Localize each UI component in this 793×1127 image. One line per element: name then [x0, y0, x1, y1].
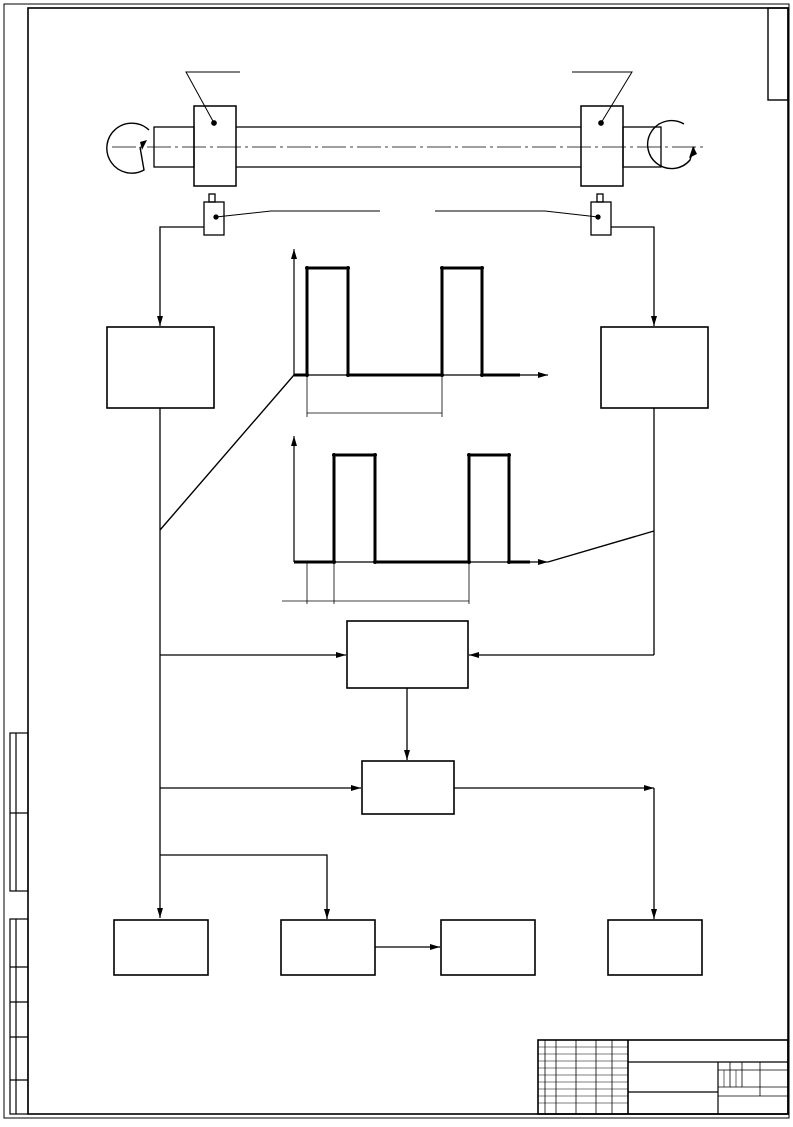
left-sensor — [203, 193, 225, 236]
outer-border — [3, 3, 790, 1119]
connector-left-sensor — [157, 226, 204, 326]
output-block-3 — [440, 919, 536, 976]
junction-dots — [305, 266, 511, 564]
right-leader-line — [572, 71, 633, 124]
title-block — [537, 1039, 789, 1115]
shaft-assembly — [106, 71, 706, 187]
output-block-2 — [280, 919, 376, 976]
central-block — [361, 760, 455, 815]
connector-right-sensor — [611, 226, 657, 326]
waveform-2 — [282, 436, 548, 604]
right-sensor — [590, 193, 612, 236]
inner-frame — [27, 7, 789, 1115]
right-to-waveform-2-line — [547, 530, 655, 563]
left-bearing-housing — [193, 105, 237, 187]
top-right-stamp — [767, 7, 789, 101]
left-processing-block — [106, 326, 215, 409]
output-block-1 — [113, 919, 209, 976]
right-bearing-housing — [580, 105, 624, 187]
waveform-1-signal — [294, 266, 520, 377]
right-rotation-arrow-icon — [647, 119, 695, 170]
left-leader-line — [185, 71, 240, 124]
left-to-waveform-1-line — [159, 374, 295, 531]
comparator-block — [346, 620, 469, 689]
sensor-leader-left — [215, 210, 380, 218]
output-block-4 — [607, 919, 703, 976]
waveform-2-signal — [294, 453, 530, 564]
sensor-leader-right — [435, 210, 599, 218]
right-processing-block — [600, 326, 709, 409]
left-margin-stamp — [9, 732, 29, 1115]
waveform-1 — [291, 249, 548, 417]
left-rotation-arrow-icon — [106, 122, 150, 174]
